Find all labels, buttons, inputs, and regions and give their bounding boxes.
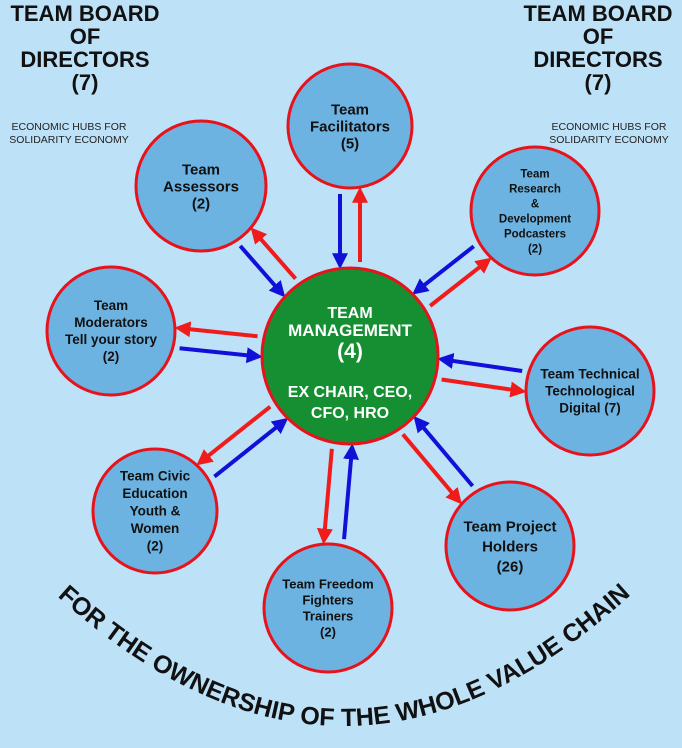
team-circle	[444, 480, 576, 612]
team-circle	[134, 119, 268, 253]
team-label: Women	[131, 521, 180, 536]
team-label: Team	[94, 298, 128, 313]
inward-arrow	[412, 244, 475, 295]
team-circle	[45, 265, 177, 397]
team-label: Youth &	[130, 504, 181, 519]
team-label: Development	[499, 214, 571, 226]
team-label: Team Project	[463, 518, 556, 535]
team-label: (2)	[147, 539, 164, 554]
outward-arrow	[441, 377, 527, 398]
inward-arrow	[179, 346, 263, 364]
team-circle	[91, 447, 219, 575]
hub-left-line: ECONOMIC HUBS FOR	[11, 121, 127, 133]
team-label: Team Freedom	[282, 577, 374, 592]
inward-arrow	[213, 417, 289, 479]
team-label: Digital (7)	[559, 401, 621, 416]
team-circle	[469, 145, 601, 277]
hub-left: ECONOMIC HUBS FOR SOLIDARITY ECONOMY	[0, 121, 144, 147]
management-label: TEAM	[327, 305, 372, 322]
outward-arrow	[196, 405, 272, 466]
inward-arrow	[437, 353, 523, 373]
team-label: Facilitators	[310, 118, 390, 135]
board-left-line: (7)	[71, 70, 99, 95]
board-left: TEAM BOARD OF DIRECTORS (7)	[0, 2, 170, 94]
hub-right-line: ECONOMIC HUBS FOR	[551, 121, 667, 133]
hub-left-line: SOLIDARITY ECONOMY	[9, 134, 129, 146]
board-right-line: (7)	[584, 70, 612, 95]
management-label: (4)	[337, 340, 363, 363]
team-label: (26)	[497, 558, 524, 575]
management-circle	[260, 266, 440, 446]
board-right-line: OF	[582, 24, 614, 49]
inward-arrow	[413, 415, 475, 488]
team-label: Assessors	[163, 178, 239, 195]
team-label: (5)	[341, 135, 359, 152]
team-label: Holders	[482, 538, 538, 555]
team-label: Team Civic	[120, 469, 191, 484]
team-label: (2)	[192, 195, 210, 212]
arrows	[174, 186, 527, 545]
team-label: Team	[520, 169, 549, 181]
outward-arrow	[401, 433, 462, 505]
team-circle	[286, 62, 414, 190]
board-left-line: DIRECTORS	[20, 47, 150, 72]
team-label: (2)	[528, 244, 542, 256]
team-label: Tell your story	[65, 332, 158, 347]
team-circle	[262, 542, 394, 674]
team-label: Team	[182, 161, 220, 178]
inward-arrow	[342, 443, 359, 540]
hub-right-line: SOLIDARITY ECONOMY	[549, 134, 669, 146]
management-label: EX CHAIR, CEO,	[288, 384, 412, 401]
team-label: Team	[331, 101, 369, 118]
outward-arrow	[250, 227, 298, 281]
team-label: &	[531, 199, 539, 211]
board-left-line: OF	[69, 24, 101, 49]
board-left-line: TEAM BOARD	[10, 1, 160, 26]
management-label: CFO, HRO	[311, 405, 389, 422]
outward-arrow	[428, 257, 492, 308]
team-circle	[524, 325, 656, 457]
team-label: (2)	[320, 625, 336, 640]
hub-right: ECONOMIC HUBS FOR SOLIDARITY ECONOMY	[534, 121, 682, 147]
team-label: Education	[122, 486, 187, 501]
team-label: Research	[509, 184, 561, 196]
team-label: (2)	[103, 349, 120, 364]
team-label: Moderators	[74, 315, 148, 330]
outward-arrow	[174, 321, 258, 339]
team-label: Technological	[545, 384, 635, 399]
team-label: Podcasters	[504, 229, 566, 241]
management-label: MANAGEMENT	[288, 321, 412, 340]
board-right-line: DIRECTORS	[533, 47, 663, 72]
board-right-line: TEAM BOARD	[523, 1, 673, 26]
inward-arrow	[238, 244, 286, 298]
outward-arrow	[316, 448, 334, 545]
team-label: Team Technical	[540, 367, 639, 382]
team-label: Trainers	[303, 609, 354, 624]
board-right: TEAM BOARD OF DIRECTORS (7)	[513, 2, 682, 94]
team-label: Fighters	[302, 593, 353, 608]
